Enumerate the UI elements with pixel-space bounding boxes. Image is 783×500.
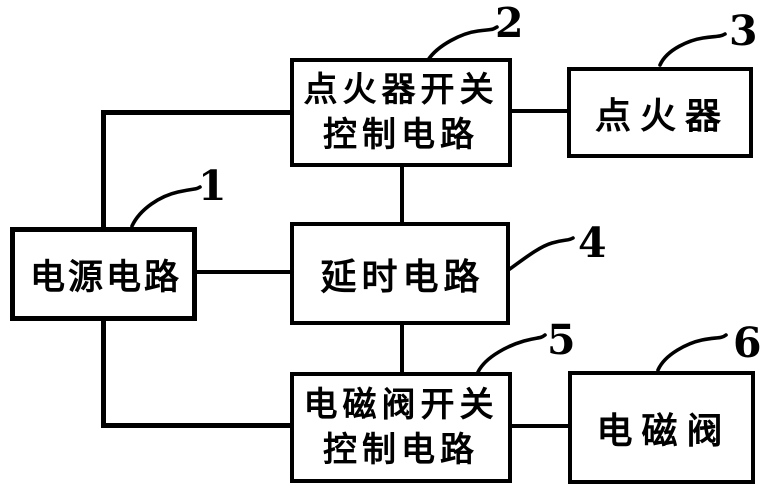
- ref-number-5: 5: [547, 316, 576, 364]
- box-solenoid-valve: 电磁阀: [568, 371, 755, 484]
- connector-igniter-switch-to-delay: [400, 167, 404, 223]
- connector-power-to-solenoid-switch-vertical: [101, 321, 106, 428]
- ref-number-3: 3: [729, 7, 758, 55]
- box-igniter-switch-control-label-line1: 点火器开关: [303, 69, 499, 110]
- connector-power-to-igniter-switch-horizontal: [101, 110, 290, 115]
- box-igniter-switch-control-circuit: 点火器开关 控制电路: [290, 58, 512, 167]
- connector-delay-to-solenoid-switch: [400, 325, 404, 372]
- leader-line-3: [658, 32, 727, 67]
- connector-power-to-igniter-switch-vertical: [101, 110, 106, 227]
- box-solenoid-switch-control-label-line2: 控制电路: [323, 429, 479, 470]
- box-power-circuit-label: 电源电路: [29, 257, 182, 298]
- connector-igniter-switch-to-igniter: [511, 109, 567, 113]
- leader-line-5: [476, 333, 547, 374]
- box-delay-circuit-label: 延时电路: [320, 256, 485, 298]
- ref-number-2: 2: [495, 0, 524, 47]
- box-solenoid-valve-switch-control-circuit: 电磁阀开关 控制电路: [290, 372, 512, 483]
- box-igniter: 点火器: [567, 67, 753, 158]
- leader-line-4: [505, 236, 575, 273]
- connector-solenoid-switch-to-solenoid: [511, 424, 568, 428]
- box-delay-circuit: 延时电路: [290, 222, 510, 325]
- box-solenoid-valve-label: 电磁阀: [596, 410, 732, 452]
- box-power-circuit: 电源电路: [10, 227, 197, 321]
- leader-line-2: [426, 25, 499, 62]
- box-igniter-label: 点火器: [594, 95, 730, 137]
- ref-number-1: 1: [198, 162, 227, 210]
- ref-number-4: 4: [578, 219, 607, 267]
- leader-line-1: [130, 185, 202, 228]
- connector-power-to-delay: [197, 270, 290, 274]
- box-solenoid-switch-control-label-line1: 电磁阀开关: [303, 384, 499, 425]
- box-igniter-switch-control-label-line2: 控制电路: [323, 114, 479, 155]
- leader-line-6: [656, 333, 728, 372]
- connector-power-to-solenoid-switch-horizontal: [101, 423, 290, 428]
- ref-number-6: 6: [733, 319, 762, 367]
